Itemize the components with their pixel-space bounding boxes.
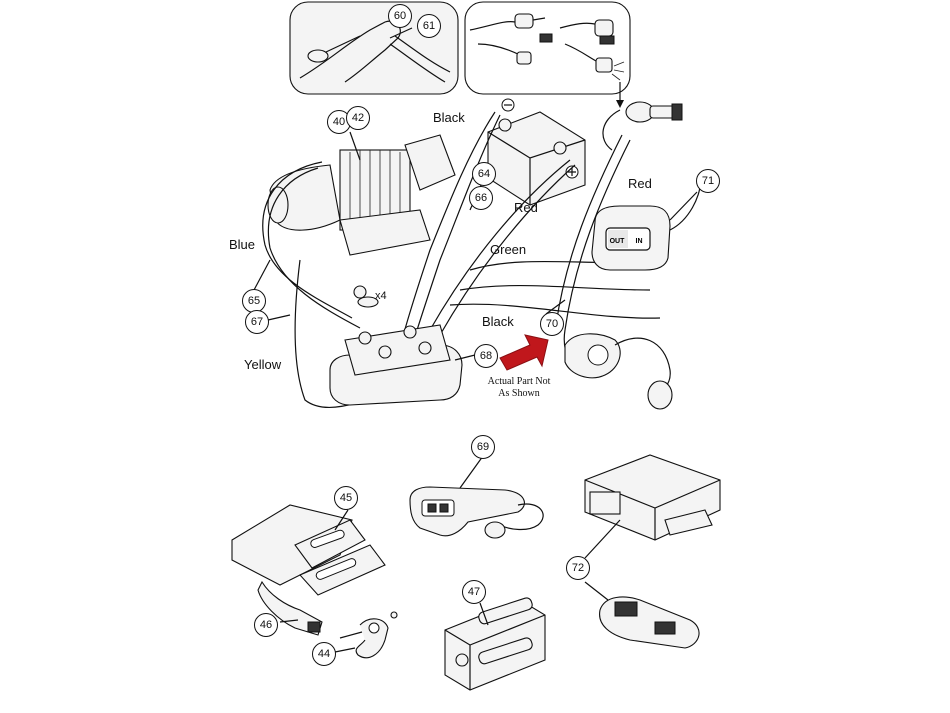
winch: [267, 134, 456, 256]
callout-68: 68: [474, 344, 498, 368]
label-black-top: Black: [433, 110, 465, 125]
control-module: [584, 454, 721, 541]
battery: [487, 111, 586, 206]
clevis-hook: [339, 611, 398, 659]
note-actual-part: Actual Part Not As Shown: [474, 376, 564, 400]
callout-61: 61: [417, 14, 441, 38]
indicator-arrow: [499, 334, 549, 371]
callout-44: 44: [312, 642, 336, 666]
remote-socket: [564, 333, 673, 410]
callout-69: 69: [471, 435, 495, 459]
wireless-remote: [599, 596, 700, 649]
rocker-switch: OUT IN: [591, 205, 671, 271]
label-red-battery: Red: [514, 200, 538, 215]
key-switch: [625, 101, 683, 123]
callout-66: 66: [469, 186, 493, 210]
mounting-plate: [231, 504, 386, 596]
label-quantity: x4: [375, 290, 387, 302]
label-yellow: Yellow: [244, 357, 282, 372]
roller-fairlead: [444, 597, 546, 691]
note-line-2: As Shown: [498, 388, 540, 399]
callout-46: 46: [254, 613, 278, 637]
boot-inset-panel: [289, 1, 459, 95]
contactor: [329, 324, 463, 406]
label-red-right: Red: [628, 176, 652, 191]
label-green: Green: [490, 242, 527, 257]
label-black-mid: Black: [482, 314, 514, 329]
callout-64: 64: [472, 162, 496, 186]
callout-65: 65: [242, 289, 266, 313]
hook-strap: [257, 580, 323, 636]
callout-60: 60: [388, 4, 412, 28]
callout-67: 67: [245, 310, 269, 334]
callout-45: 45: [334, 486, 358, 510]
callout-72: 72: [566, 556, 590, 580]
svg-text:OUT: OUT: [610, 238, 626, 245]
callout-47: 47: [462, 580, 486, 604]
callout-71: 71: [696, 169, 720, 193]
label-blue: Blue: [229, 237, 256, 252]
nut-washer: [353, 285, 379, 308]
callout-70: 70: [540, 312, 564, 336]
connector-inset-panel: [464, 1, 631, 95]
note-line-1: Actual Part Not: [487, 376, 551, 387]
handheld-controller: [409, 486, 544, 539]
callout-42: 42: [346, 106, 370, 130]
svg-text:IN: IN: [636, 238, 643, 245]
